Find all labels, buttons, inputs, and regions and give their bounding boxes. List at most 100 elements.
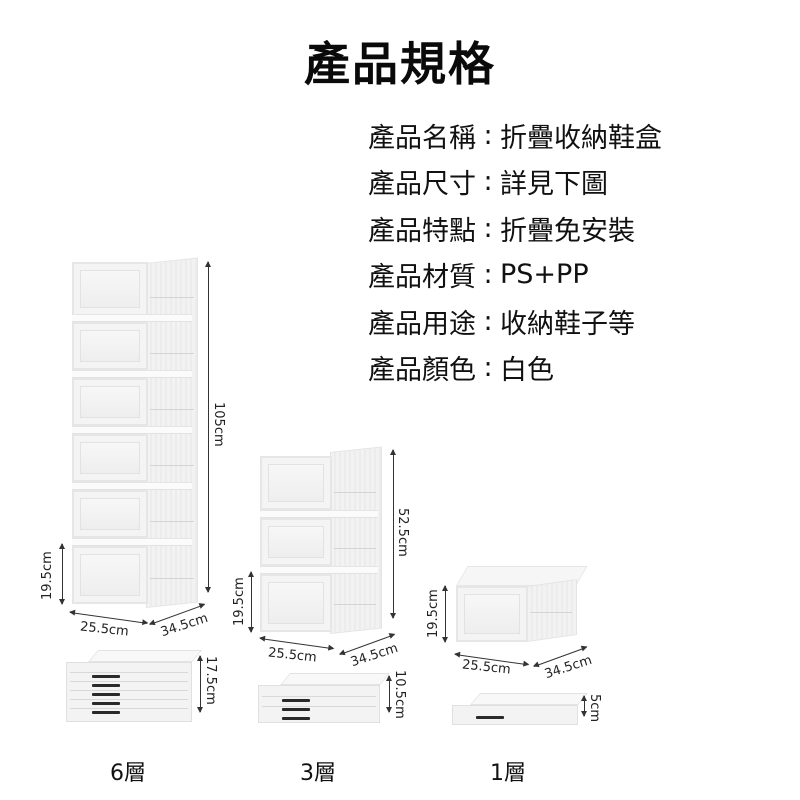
depth-label: 34.5cm bbox=[348, 640, 400, 671]
shoe-box-front bbox=[72, 546, 148, 604]
shoe-box-side-panel bbox=[330, 446, 382, 634]
unit-height-label: 19.5cm bbox=[232, 577, 247, 626]
spec-row-size: 產品尺寸 : 詳見下圖 bbox=[368, 159, 662, 206]
shoe-box-front bbox=[72, 262, 148, 316]
door-rod bbox=[334, 492, 376, 493]
fold-handle-slot bbox=[92, 675, 120, 678]
spec-label: 產品用途 bbox=[368, 308, 476, 340]
spec-value: 折疊收納鞋盒 bbox=[500, 122, 662, 154]
fold-line bbox=[70, 672, 188, 673]
unit-height-arrow bbox=[248, 571, 254, 633]
door-rod bbox=[334, 604, 376, 605]
total-height-arrow bbox=[390, 449, 396, 619]
shoe-box-front bbox=[72, 490, 148, 538]
folded-box-body bbox=[258, 685, 380, 723]
spec-row-feature: 產品特點 : 折疊免安裝 bbox=[368, 205, 662, 252]
spec-label: 產品顏色 bbox=[368, 355, 476, 387]
fold-handle-slot bbox=[476, 716, 504, 719]
door-rod bbox=[150, 465, 194, 466]
spec-colon: : bbox=[483, 259, 493, 291]
shelf-separator bbox=[260, 566, 378, 574]
spec-value: 白色 bbox=[500, 355, 554, 387]
spec-list: 產品名稱 : 折疊收納鞋盒 產品尺寸 : 詳見下圖 產品特點 : 折疊免安裝 產… bbox=[368, 112, 662, 391]
spec-value: 詳見下圖 bbox=[500, 169, 608, 201]
spec-row-material: 產品材質 : PS+PP bbox=[368, 252, 662, 299]
fold-handle-slot bbox=[282, 699, 310, 702]
total-height-label: 52.5cm bbox=[395, 508, 410, 557]
spec-label: 產品名稱 bbox=[368, 122, 476, 154]
door-rod bbox=[150, 521, 194, 522]
folded-box-top bbox=[470, 693, 589, 705]
shoe-box-front bbox=[72, 378, 148, 426]
spec-row-usage: 產品用途 : 收納鞋子等 bbox=[368, 298, 662, 345]
spec-value: 折疊免安裝 bbox=[500, 215, 635, 247]
spec-colon: : bbox=[483, 352, 493, 384]
folded-height-arrow bbox=[386, 675, 392, 713]
fold-line bbox=[70, 699, 188, 700]
door-rod bbox=[334, 548, 376, 549]
spec-row-color: 產品顏色 : 白色 bbox=[368, 345, 662, 392]
fold-handle-slot bbox=[92, 684, 120, 687]
shelf-separator bbox=[72, 538, 192, 546]
folded-height-label: 5cm bbox=[587, 694, 602, 723]
shelf-separator bbox=[72, 482, 192, 490]
width-label: 25.5cm bbox=[267, 645, 318, 666]
folded-box-top bbox=[88, 650, 203, 662]
spec-label: 產品材質 bbox=[368, 262, 476, 294]
depth-label: 34.5cm bbox=[158, 610, 210, 641]
spec-row-name: 產品名稱 : 折疊收納鞋盒 bbox=[368, 112, 662, 159]
folded-height-label: 17.5cm bbox=[203, 656, 218, 705]
shelf-separator bbox=[260, 510, 378, 518]
spec-colon: : bbox=[483, 212, 493, 244]
shoe-box-front bbox=[260, 518, 332, 566]
spec-value: PS+PP bbox=[500, 259, 589, 291]
fold-handle-slot bbox=[282, 717, 310, 720]
fold-handle-slot bbox=[92, 711, 120, 714]
fold-line bbox=[262, 696, 376, 697]
door-rod bbox=[530, 612, 572, 613]
page-title: 產品規格 bbox=[304, 37, 496, 91]
spec-label: 產品特點 bbox=[368, 215, 476, 247]
shoe-box-front bbox=[260, 574, 332, 632]
spec-colon: : bbox=[483, 119, 493, 151]
width-label: 25.5cm bbox=[79, 619, 130, 640]
folded-box-top bbox=[280, 673, 391, 685]
spec-label: 產品尺寸 bbox=[368, 169, 476, 201]
spec-value: 收納鞋子等 bbox=[500, 308, 635, 340]
door-rod bbox=[150, 297, 194, 298]
shoe-box-front bbox=[456, 586, 528, 642]
shoe-box-front bbox=[72, 434, 148, 482]
depth-label: 34.5cm bbox=[542, 652, 594, 683]
fold-line bbox=[262, 706, 376, 707]
total-height-arrow bbox=[205, 261, 211, 593]
shelf-separator bbox=[72, 314, 192, 322]
layer-count-label: 3層 bbox=[300, 761, 336, 786]
fold-line bbox=[70, 708, 188, 709]
unit-height-arrow bbox=[442, 585, 448, 643]
door-rod bbox=[150, 353, 194, 354]
folded-box-body bbox=[66, 662, 192, 722]
shelf-separator bbox=[72, 426, 192, 434]
shoe-box-side-panel bbox=[527, 578, 577, 642]
shoe-box-front bbox=[72, 322, 148, 370]
fold-line bbox=[70, 681, 188, 682]
folded-height-label: 10.5cm bbox=[392, 670, 407, 719]
unit-height-label: 19.5cm bbox=[426, 589, 441, 638]
folded-height-arrow bbox=[581, 695, 587, 717]
fold-handle-slot bbox=[92, 702, 120, 705]
shelf-separator bbox=[72, 370, 192, 378]
spec-colon: : bbox=[483, 305, 493, 337]
door-rod bbox=[150, 409, 194, 410]
fold-line bbox=[70, 690, 188, 691]
folded-height-arrow bbox=[197, 655, 203, 713]
folded-box-body bbox=[452, 705, 578, 725]
total-height-label: 105cm bbox=[211, 402, 226, 447]
fold-handle-slot bbox=[92, 693, 120, 696]
door-rod bbox=[150, 578, 194, 579]
fold-handle-slot bbox=[282, 708, 310, 711]
layer-count-label: 6層 bbox=[110, 761, 146, 786]
unit-height-arrow bbox=[59, 543, 65, 605]
spec-colon: : bbox=[483, 166, 493, 198]
unit-height-label: 19.5cm bbox=[40, 551, 55, 600]
layer-count-label: 1層 bbox=[490, 761, 526, 786]
